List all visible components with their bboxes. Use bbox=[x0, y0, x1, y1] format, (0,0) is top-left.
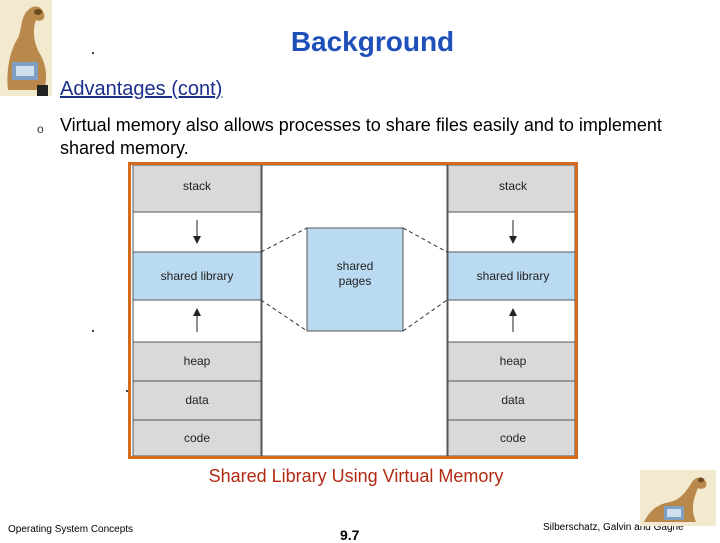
left-down-arrow-icon bbox=[193, 236, 201, 244]
right-stack-label: stack bbox=[499, 179, 528, 193]
right-down-arrow-icon bbox=[509, 236, 517, 244]
footer-authors: Silberschatz, Galvin and Gagne bbox=[543, 522, 684, 533]
shared-library-diagram: stack shared library heap data code shar… bbox=[128, 162, 578, 459]
stray-dot bbox=[126, 390, 128, 392]
slide-title: Background bbox=[290, 26, 455, 57]
circle-bullet-icon: o bbox=[37, 122, 44, 136]
bullet-text: Virtual memory also allows processes to … bbox=[60, 115, 662, 158]
dinosaur-logo-top-left bbox=[0, 0, 52, 96]
right-code-label: code bbox=[500, 431, 526, 445]
right-process-memory: stack shared library heap data code bbox=[447, 165, 575, 456]
stray-dot bbox=[92, 330, 94, 332]
left-code-label: code bbox=[184, 431, 210, 445]
left-heap-label: heap bbox=[184, 354, 211, 368]
right-data-label: data bbox=[501, 393, 525, 407]
shared-pages-block bbox=[306, 227, 404, 332]
left-stack-label: stack bbox=[183, 179, 212, 193]
left-up-arrow-icon bbox=[193, 308, 201, 316]
right-shared-library-label: shared library bbox=[477, 269, 550, 283]
left-data-label: data bbox=[185, 393, 209, 407]
left-process-memory: stack shared library heap data code bbox=[132, 165, 262, 456]
diagram-caption: Shared Library Using Virtual Memory bbox=[208, 466, 504, 486]
stray-dot bbox=[92, 52, 94, 54]
right-up-arrow-icon bbox=[509, 308, 517, 316]
right-heap-label: heap bbox=[500, 354, 527, 368]
left-shared-library-label: shared library bbox=[161, 269, 234, 283]
physical-memory: shared pages bbox=[261, 165, 448, 456]
shared-pages-label-line2: pages bbox=[339, 274, 372, 288]
advantages-heading: Advantages (cont) bbox=[60, 78, 223, 100]
dinosaur-logo-bottom-right bbox=[640, 470, 716, 526]
mapping-lines bbox=[260, 227, 448, 332]
footer-book-title: Operating System Concepts bbox=[8, 524, 134, 535]
shared-pages-label-line1: shared bbox=[337, 259, 374, 273]
footer-page-number: 9.7 bbox=[340, 527, 360, 543]
square-bullet-icon bbox=[37, 85, 48, 96]
